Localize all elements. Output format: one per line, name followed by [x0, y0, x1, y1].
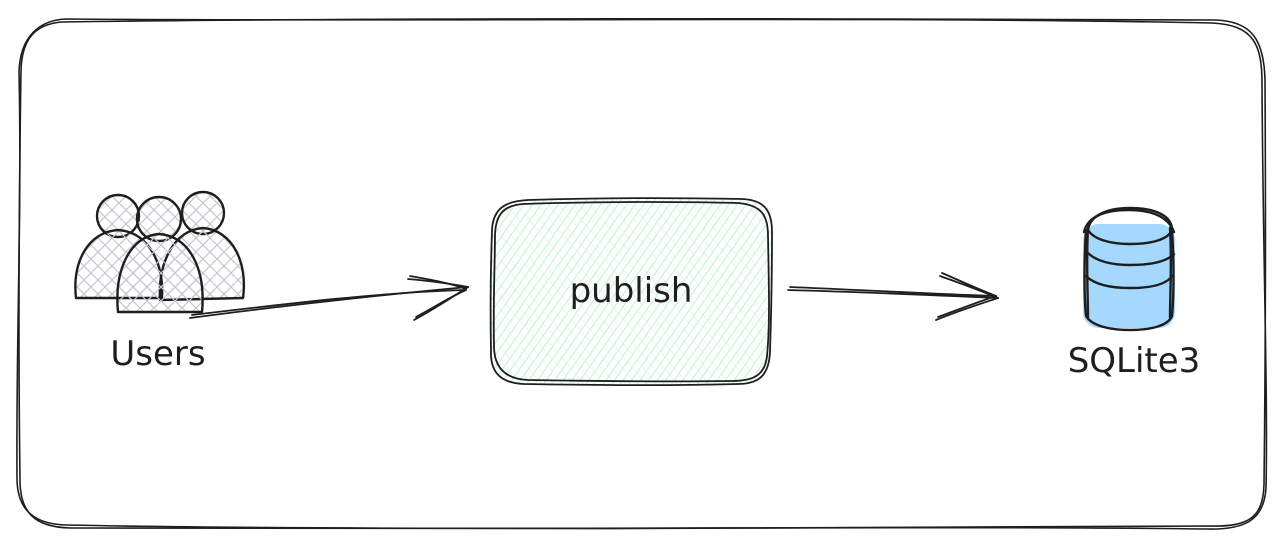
outer-frame [16, 17, 1268, 530]
publish-label: publish [570, 271, 693, 311]
database-cylinder-icon [1082, 206, 1176, 332]
sqlite3-label: SQLite3 [1068, 341, 1201, 381]
arrow-users-to-publish [189, 275, 469, 321]
arrow-publish-to-sqlite3 [787, 272, 999, 321]
publish-node: publish [489, 197, 773, 387]
user-front-body-icon [116, 232, 204, 314]
users-group-icon [74, 190, 246, 314]
users-label: Users [110, 334, 205, 374]
